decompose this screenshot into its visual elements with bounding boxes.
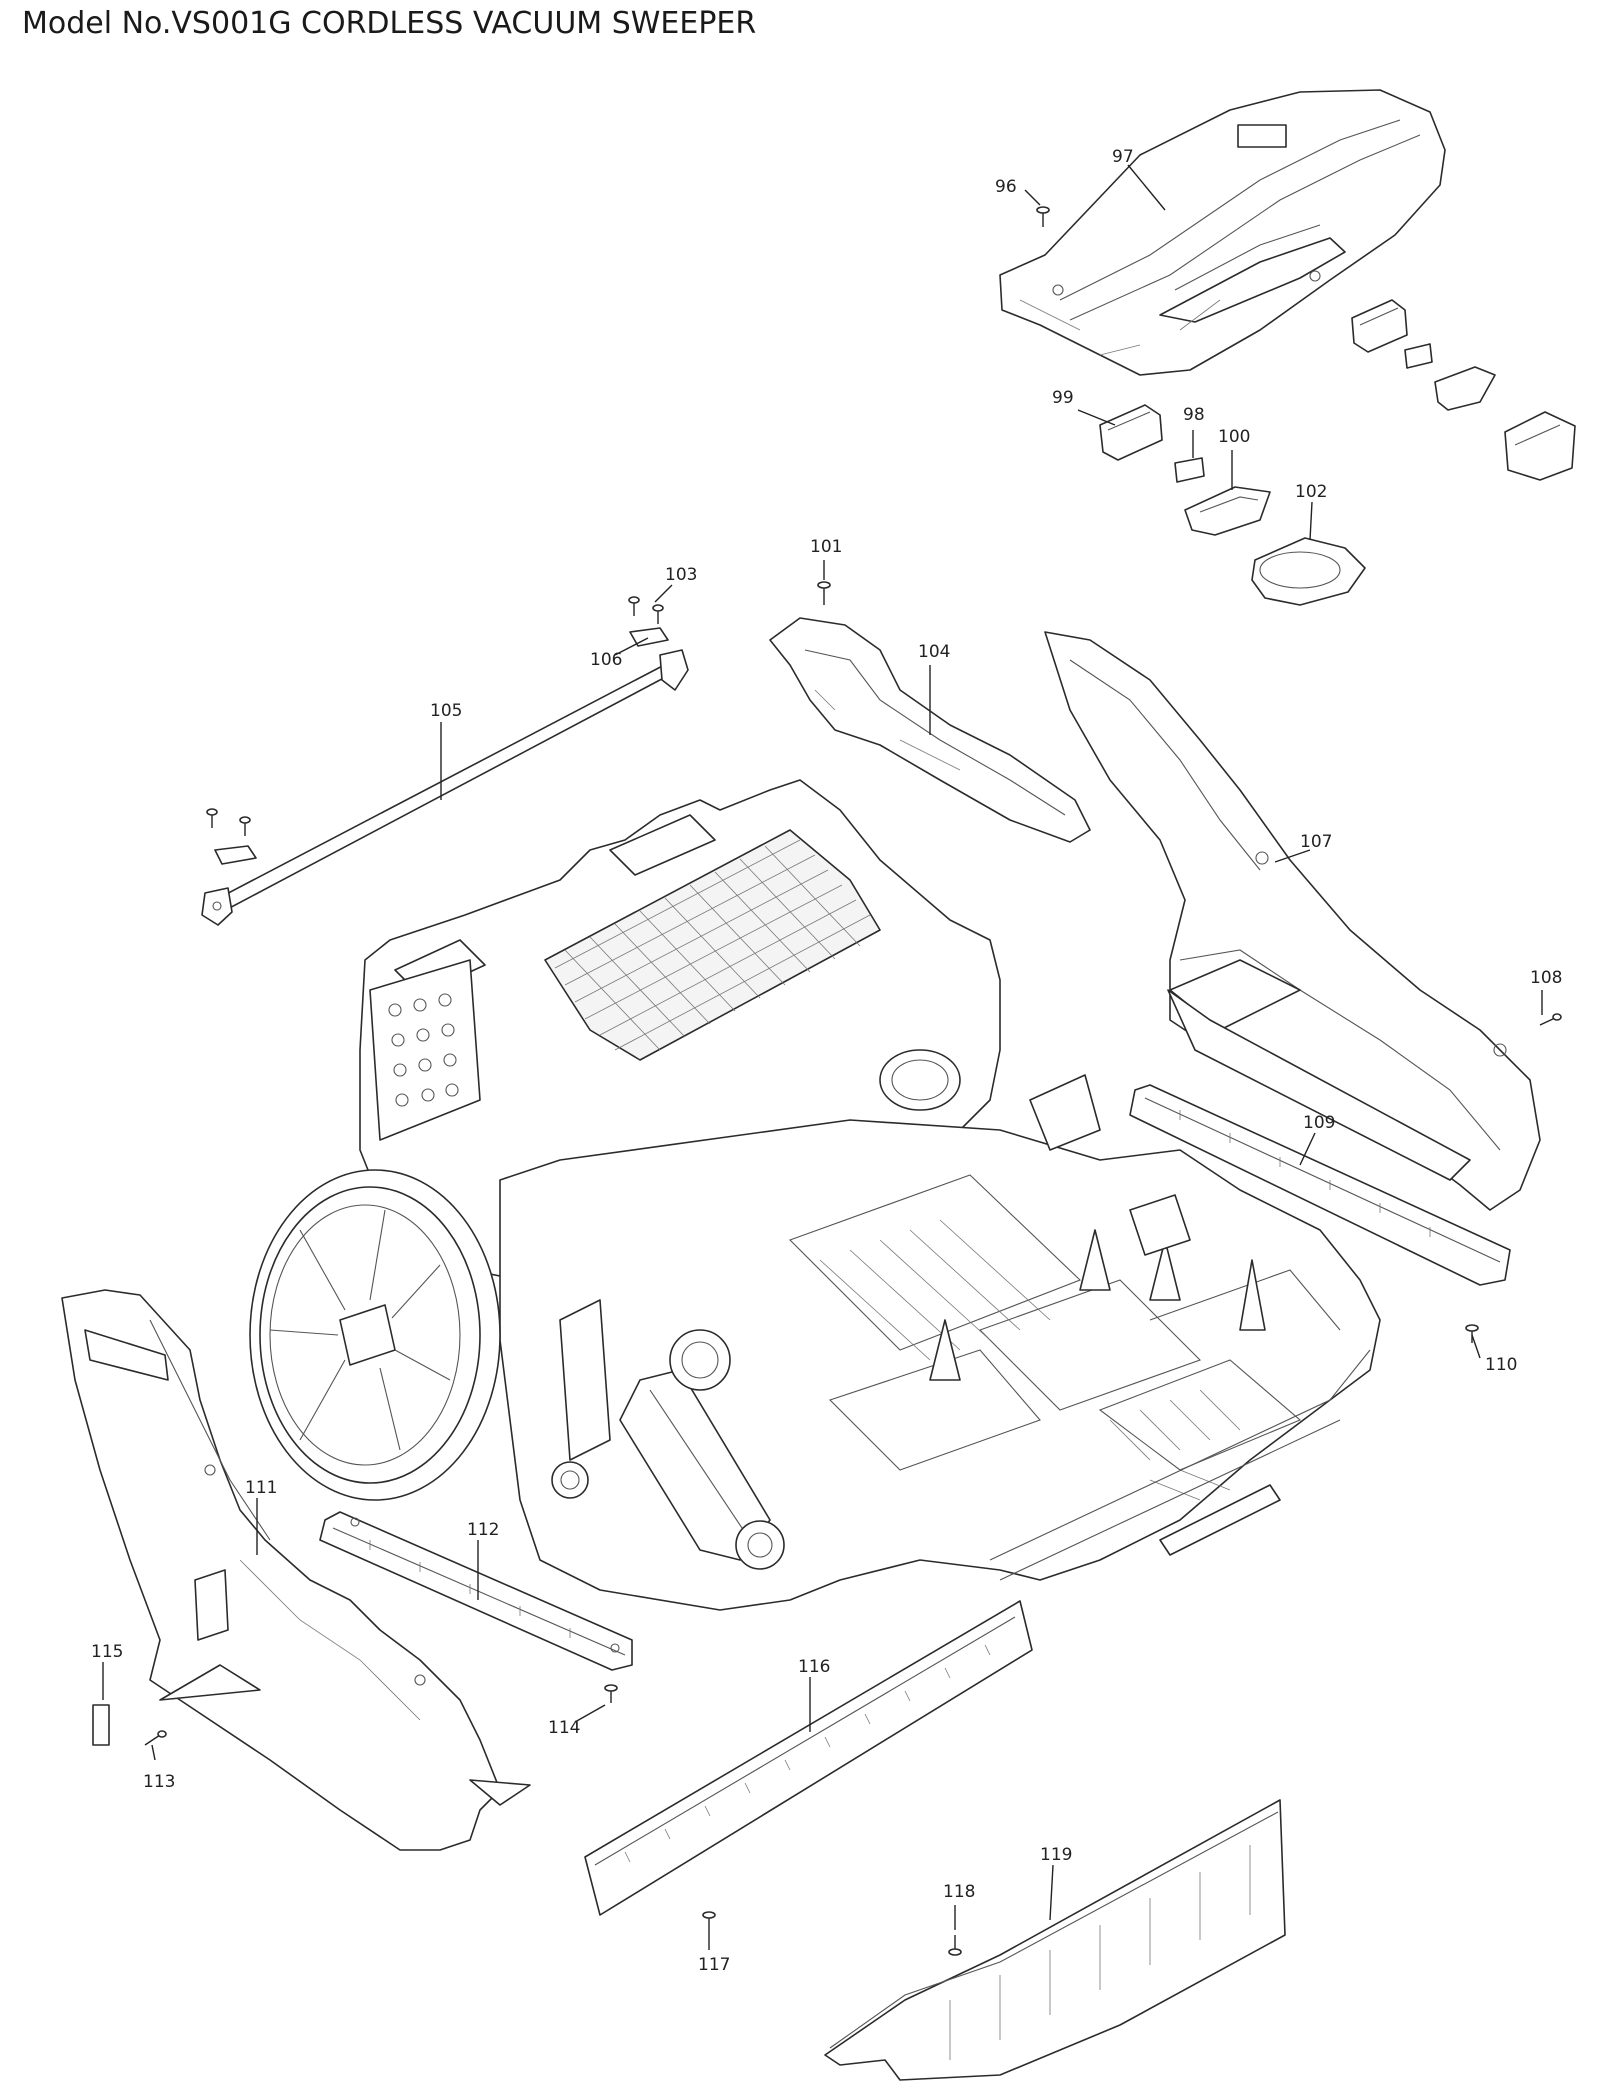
callout-111: 111 [245,1478,277,1498]
callout-118: 118 [943,1882,975,1902]
diagram-title: Model No.VS001G CORDLESS VACUUM SWEEPER [22,6,757,41]
part-102-duct [1251,411,1576,606]
part-98-clip [1174,343,1433,483]
callout-109: 109 [1303,1113,1335,1133]
part-108-screw [1539,1013,1562,1026]
part-114-screw [604,1684,618,1703]
callout-101: 101 [810,537,842,557]
part-109-rail [1129,1084,1511,1286]
part-116-skirt-strip [584,1600,1033,1916]
callout-105: 105 [430,701,462,721]
part-119-bumper [824,1799,1286,2081]
part-110-screw [1465,1324,1479,1343]
callout-113: 113 [143,1772,175,1792]
part-101-screw [817,581,831,605]
part-96-screw [1036,206,1050,227]
part-115-label [92,1704,110,1746]
callout-100: 100 [1218,427,1250,447]
callout-98: 98 [1183,405,1205,425]
wheel [249,1169,501,1501]
callout-119: 119 [1040,1845,1072,1865]
part-117-screw [702,1911,716,1932]
callout-leaders [102,164,1543,1950]
part-118-screw [948,1935,962,1956]
callout-97: 97 [1112,147,1134,167]
part-107-side-cover [1044,631,1541,1211]
callout-110: 110 [1485,1355,1517,1375]
callout-106: 106 [590,650,622,670]
callout-117: 117 [698,1955,730,1975]
part-103-screws [206,596,664,836]
part-112-rail [319,1511,633,1671]
callout-112: 112 [467,1520,499,1540]
part-106-plates [214,627,669,865]
callout-99: 99 [1052,388,1074,408]
callout-108: 108 [1530,968,1562,988]
callout-102: 102 [1295,482,1327,502]
part-113-screw [144,1730,167,1746]
callout-96: 96 [995,177,1017,197]
callout-labels: 96 97 98 99 100 101 102 103 104 105 106 … [91,147,1562,1975]
part-111-side-panel [61,1289,531,1851]
callout-116: 116 [798,1657,830,1677]
callout-115: 115 [91,1642,123,1662]
part-99-pad-right [1351,299,1408,353]
callout-104: 104 [918,642,950,662]
part-105-shaft [201,649,689,926]
callout-103: 103 [665,565,697,585]
callout-114: 114 [548,1718,580,1738]
part-100-bracket [1184,366,1496,536]
part-99-pad [1099,404,1163,461]
callout-107: 107 [1300,832,1332,852]
part-97-top-cover [999,89,1446,376]
main-housing [359,779,1381,1611]
